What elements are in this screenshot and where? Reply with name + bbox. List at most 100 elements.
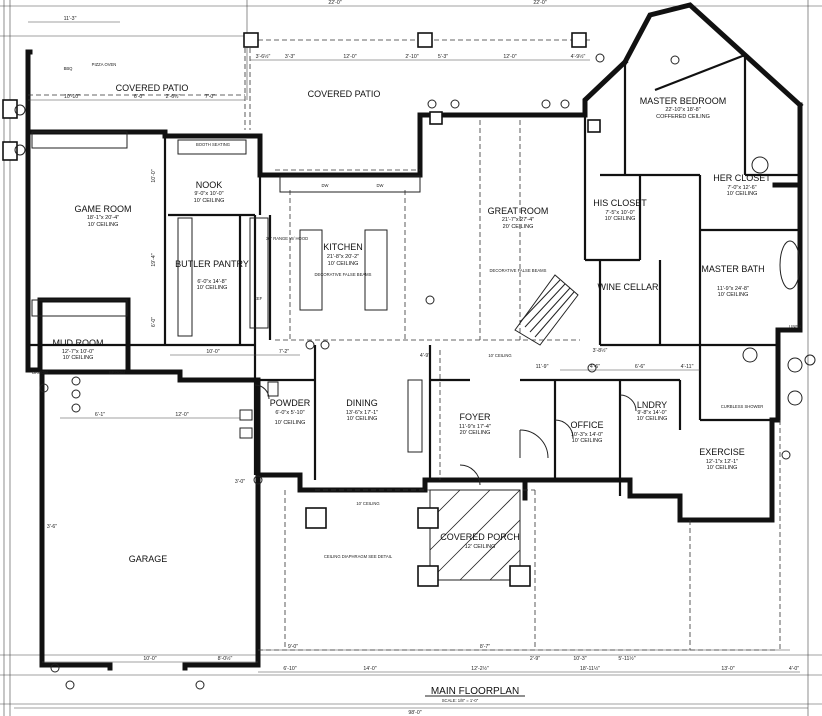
room-name-mud-room: MUD ROOM: [53, 338, 104, 348]
drawing-scale: SCALE: 1/8" = 1'-0": [442, 698, 479, 703]
room-size-game-room: 18'-1"x 20'-4": [87, 215, 119, 221]
room-name-exercise: EXERCISE: [699, 447, 745, 457]
fixtures: [14, 104, 816, 439]
room-name-his-closet: HIS CLOSET: [593, 198, 647, 208]
note-broom-right: BROOM: [109, 370, 125, 375]
dim-top-overall-right: 22'-0": [533, 0, 546, 6]
room-ceiling-master-bath: 10' CEILING: [718, 292, 749, 298]
dim-bottom-14: 14'-0": [363, 666, 376, 672]
dim-right-4-11: 4'-11": [681, 364, 694, 370]
room-name-wine-cellar: WINE CELLAR: [597, 282, 659, 292]
porch-hatch: [429, 489, 521, 581]
dim-patio-10-10: 10'-10": [64, 94, 80, 100]
dim-mid-7-2: 7'-2": [279, 349, 289, 355]
note-dw-2: DW: [377, 183, 384, 188]
interior-walls: [26, 53, 800, 496]
room-ceiling-office: 10' CEILING: [572, 438, 603, 444]
dim-bottom-13: 13'-0": [721, 666, 734, 672]
dim-left-10: 10'-0": [151, 169, 157, 182]
dim-patio-7: 7'-0": [205, 94, 215, 100]
room-name-covered-patio-center: COVERED PATIO: [308, 89, 381, 99]
room-ceiling-game-room: 10' CEILING: [88, 222, 119, 228]
room-ceiling-kitchen: 10' CEILING: [328, 261, 359, 267]
dim-g-6-1: 6'-1": [95, 412, 105, 418]
room-size-office: 10'-3"x 14'-0": [571, 432, 603, 438]
dim-bottom-18-11: 18'-11½": [580, 665, 600, 672]
drawing-title: MAIN FLOORPLAN: [431, 686, 519, 697]
note-curbless-shower: CURBLESS SHOWER: [721, 404, 764, 409]
note-booth-seating: BOOTH SEATING: [196, 142, 230, 147]
room-name-kitchen: KITCHEN: [323, 242, 363, 252]
room-size-her-closet: 7'-0"x 12'-6": [727, 185, 756, 191]
room-size-laundry: 9'-8"x 14'-0": [637, 410, 666, 416]
room-size-great-room: 21'-7"x 27'-4": [502, 217, 534, 223]
room-ceiling-great-room: 20' CEILING: [503, 224, 534, 230]
dim-bottom-10-3: 10'-3": [573, 656, 586, 662]
dim-top-overall: 22'-0": [328, 0, 341, 6]
dim-g-12: 12'-0": [175, 412, 188, 418]
room-labels: COVERED PATIO COVERED PATIO MASTER BEDRO…: [53, 83, 772, 564]
dim-left-19-4: 19'-4": [151, 253, 157, 266]
dim-top-11-3: 11'-3": [64, 16, 77, 22]
dim-top-12b: 12'-0": [503, 54, 516, 60]
room-name-laundry: LNDRY: [637, 400, 667, 410]
dim-top-3-6: 3'-6½": [256, 53, 271, 60]
dim-bottom-8-0: 8'-0½": [218, 655, 233, 662]
room-size-his-closet: 7'-5"x 10'-0": [605, 210, 634, 216]
room-ceiling-exercise: 10' CEILING: [707, 465, 738, 471]
room-size-dining: 13'-6"x 17'-1": [346, 410, 378, 416]
room-size-master-bath: 11'-9"x 24'-8": [717, 286, 749, 292]
room-ceiling-foyer: 20' CEILING: [460, 430, 491, 436]
room-ceiling-powder: 10' CEILING: [275, 420, 306, 426]
room-ceiling-covered-porch: 12' CEILING: [465, 544, 496, 550]
room-size-master-bedroom: 22'-10"x 18'-8": [665, 107, 700, 113]
dim-bottom-2-9: 2'-9": [530, 656, 540, 662]
dimension-strings: 11'-3" 22'-0" 22'-0" 3'-6½" 3'-3" 12'-0"…: [14, 0, 808, 716]
room-name-covered-porch: COVERED PORCH: [440, 532, 520, 542]
dim-right-4-6: 4'-6": [590, 364, 600, 370]
note-range: 36" RANGE W/ HOOD: [266, 236, 308, 241]
note-ceiling-porch-side: 10' CEILING: [356, 501, 379, 506]
dim-bottom-10-0: 10'-0": [143, 656, 156, 662]
kitchen-islands: [31, 131, 423, 453]
note-pizza-oven: PIZZA OVEN: [92, 62, 117, 67]
room-name-nook: NOOK: [196, 180, 223, 190]
room-name-dining: DINING: [346, 398, 378, 408]
dim-mid-10: 10'-0": [206, 349, 219, 355]
room-name-garage: GARAGE: [129, 554, 168, 564]
drawing-title-block: MAIN FLOORPLAN SCALE: 1/8" = 1'-0": [425, 686, 525, 703]
room-size-exercise: 12'-1"x 12'-1": [706, 459, 738, 465]
dim-top-3-3: 3'-3": [285, 54, 295, 60]
door-swings: [254, 384, 637, 486]
note-dw-1: DW: [322, 183, 329, 188]
note-broom-left: BROOM: [32, 370, 48, 375]
room-ceiling-butler-pantry: 10' CEILING: [197, 285, 228, 291]
dim-bottom-12-2: 12'-2½": [471, 665, 489, 672]
dim-bottom-8-7: 8'-7": [480, 644, 490, 650]
room-name-butler-pantry: BUTLER PANTRY: [175, 259, 249, 269]
note-ceiling-hall: 10' CEILING: [488, 353, 511, 358]
room-name-covered-patio-left: COVERED PATIO: [116, 83, 189, 93]
room-ceiling-nook: 10' CEILING: [194, 198, 225, 204]
room-name-master-bedroom: MASTER BEDROOM: [640, 96, 727, 106]
annotation-notes: BOOTH SEATING BBQ PIZZA OVEN 36" RANGE W…: [32, 62, 801, 559]
room-name-great-room: GREAT ROOM: [488, 206, 549, 216]
dim-bottom-9-0: 9'-0": [288, 644, 298, 650]
dim-dining-4-9: 4'-9": [420, 353, 430, 359]
note-kitchen-beams: DECORATIVE FALSE BEAMS: [315, 272, 372, 277]
room-ceiling-his-closet: 10' CEILING: [605, 216, 636, 222]
dim-bottom-4: 4'-0": [789, 666, 799, 672]
room-size-powder: 6'-0"x 5'-10": [275, 410, 304, 416]
room-size-foyer: 11'-9"x 17'-4": [459, 424, 491, 430]
room-ceiling-master-bedroom: COFFERED CEILING: [656, 114, 710, 120]
dim-g-3-6: 3'-6": [47, 524, 57, 530]
room-size-nook: 9'-0"x 10'-0": [194, 191, 223, 197]
dim-top-12: 12'-0": [343, 54, 356, 60]
note-ceiling-diaphragm: CEILING DIAPHRAGM SEE DETAIL: [324, 554, 393, 559]
dim-bottom-overall: 98'-0": [408, 710, 421, 716]
dim-right-3-8: 3'-8½": [593, 347, 608, 354]
note-ref: REF: [254, 296, 263, 301]
note-great-room-beams: DECORATIVE FALSE BEAMS: [490, 268, 547, 273]
